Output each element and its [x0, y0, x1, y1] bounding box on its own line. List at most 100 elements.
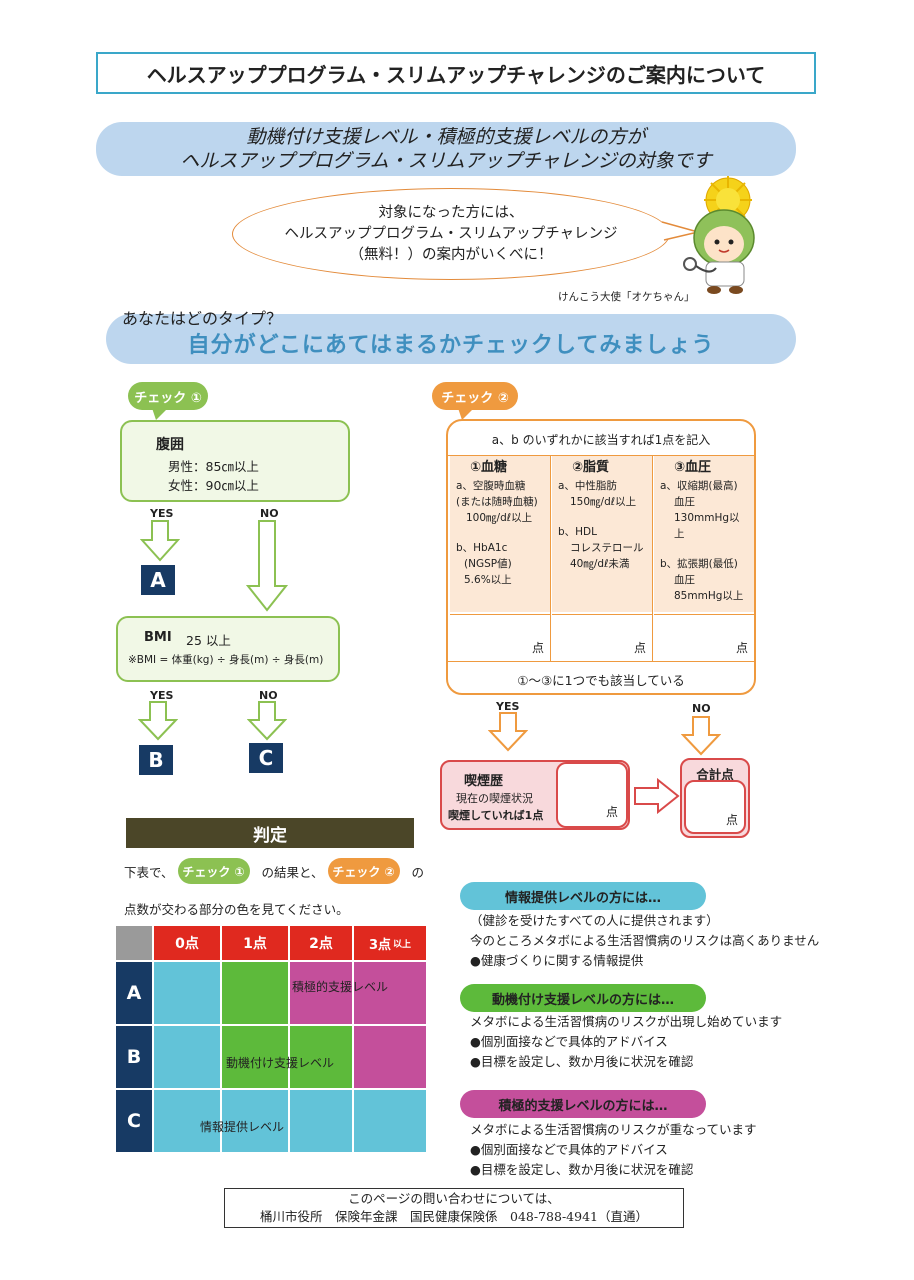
grid-cell-a2: [290, 962, 352, 1024]
info-level-pill: 情報提供レベルの方には…: [460, 882, 706, 910]
target-banner: 動機付け支援レベル・積極的支援レベルの方が ヘルスアッププログラム・スリムアップ…: [96, 122, 796, 176]
check1-tag-tail-icon: [152, 408, 168, 420]
target-banner-line2: ヘルスアッププログラム・スリムアップチャレンジの対象です: [180, 150, 712, 172]
grid-cell-c3: [354, 1090, 426, 1152]
active-level-pill: 積極的支援レベルの方には…: [460, 1090, 706, 1118]
active-level-line1: メタボによる生活習慣病のリスクが重なっています: [470, 1122, 757, 1137]
waist-title: 腹囲: [156, 437, 184, 453]
motive-level-line3: ●目標を設定し、数か月後に状況を確認: [470, 1054, 694, 1069]
score-box-blood-pressure[interactable]: 点: [654, 614, 754, 660]
point-unit: 点: [735, 641, 748, 655]
bmi-title: BMI: [144, 630, 172, 645]
arrow-down-icon: [138, 701, 178, 741]
waist-female: 女性：90㎝以上: [168, 478, 259, 493]
total-score-box[interactable]: 点: [684, 780, 746, 834]
bp-a2: 血圧: [674, 496, 695, 508]
col-blood-sugar-head: ①血糖: [470, 460, 508, 475]
lipid-b1: b、HDL: [558, 526, 597, 538]
type-question: あなたはどのタイプ？: [122, 309, 283, 328]
point-unit: 点: [725, 813, 738, 827]
lipid-b2: コレステロール: [570, 542, 644, 554]
bp-b1: b、拡張期(最低): [660, 558, 738, 570]
speech-line2: ヘルスアッププログラム・スリムアップチャレンジ: [284, 225, 618, 242]
judge-instr-pre: 下表で、: [124, 864, 174, 880]
point-unit: 点: [531, 641, 544, 655]
check-banner: 自分がどこにあてはまるかチェックしてみましょう: [106, 314, 796, 364]
footer-line2: 桶川市役所 保険年金課 国民健康保険係 048-788-4941（直通）: [260, 1209, 648, 1224]
info-level-line2: 今のところメタボによる生活習慣病のリスクは高くありません: [470, 933, 820, 948]
arrow-down-long-icon: [246, 520, 288, 612]
grid-cell-b1: [222, 1026, 288, 1088]
arrow-down-icon: [247, 701, 287, 741]
speech-bubble: 対象になった方には、 ヘルスアッププログラム・スリムアップチャレンジ （無料！）…: [232, 188, 670, 280]
judge-instruction-line2: 点数が交わる部分の色を見てください。: [124, 902, 349, 917]
grid-col-3-label: 3点: [368, 937, 392, 953]
grid-label-motive: 動機付け支援レベル: [226, 1056, 335, 1070]
check2-instruction: a、b のいずれかに該当すれば1点を記入: [491, 433, 711, 447]
judge-title: 判定: [126, 818, 414, 848]
blood-sugar-a1: a、空腹時血糖: [456, 480, 526, 492]
waist-box: 腹囲 男性：85㎝以上 女性：90㎝以上: [120, 420, 350, 502]
arrow-down-icon: [140, 520, 180, 562]
judge-instr-mid: の結果と、: [261, 864, 324, 880]
check1-yes2-label: YES: [150, 689, 174, 702]
motive-level-line2: ●個別面接などで具体的アドバイス: [470, 1034, 668, 1049]
col-lipid: ②脂質 a、中性脂肪 150㎎/dℓ以上 b、HDL コレステロール 40㎎/d…: [552, 456, 652, 612]
grid-label-info: 情報提供レベル: [200, 1120, 285, 1134]
point-unit: 点: [633, 641, 646, 655]
mascot-okechan-icon: [683, 176, 755, 294]
smoking-sub: 現在の喫煙状況: [456, 792, 533, 805]
grid-cell-b3: [354, 1026, 426, 1088]
judge-instr-post: の: [411, 864, 425, 880]
judge-instr-tag1: チェック ①: [177, 858, 250, 884]
blood-sugar-b2: (NGSP値): [464, 558, 512, 570]
total-box: 合計点 点: [680, 758, 750, 838]
lipid-a2: 150㎎/dℓ以上: [570, 496, 637, 508]
page-title: ヘルスアッププログラム・スリムアップチャレンジのご案内について: [96, 52, 816, 94]
grid-cell-c2: [290, 1090, 352, 1152]
bmi-formula: ※BMI = 体重(kg) ÷ 身長(m) ÷ 身長(m): [128, 654, 324, 666]
bp-b2: 血圧: [674, 574, 695, 586]
check2-no-label: NO: [692, 702, 711, 715]
judge-instr-tag2: チェック ②: [327, 858, 400, 884]
waist-male: 男性：85㎝以上: [168, 459, 259, 474]
smoking-title: 喫煙歴: [464, 774, 504, 789]
smoking-box: 喫煙歴 現在の喫煙状況 喫煙していれば1点 点: [440, 760, 630, 830]
score-box-lipid[interactable]: 点: [552, 614, 652, 660]
arrow-down-icon: [681, 716, 721, 756]
col-blood-pressure: ③血圧 a、収縮期(最高) 血圧 130mmHg以上 b、拡張期(最低) 血圧 …: [654, 456, 754, 612]
check2-frame: a、b のいずれかに該当すれば1点を記入 ①血糖 a、空腹時血糖 (または随時血…: [446, 419, 756, 695]
motive-level-line1: メタボによる生活習慣病のリスクが出現し始めています: [470, 1014, 783, 1029]
target-banner-line1: 動機付け支援レベル・積極的支援レベルの方が: [246, 126, 646, 148]
speech-line1: 対象になった方には、: [378, 204, 524, 221]
grid-cell-a3: [354, 962, 426, 1024]
grid-label-active: 積極的支援レベル: [292, 980, 389, 994]
bp-a3: 130mmHg以上: [674, 512, 740, 540]
bmi-box: BMI 25 以上 ※BMI = 体重(kg) ÷ 身長(m) ÷ 身長(m): [116, 616, 340, 682]
motive-level-text: メタボによる生活習慣病のリスクが出現し始めています ●個別面接などで具体的アドバ…: [470, 1012, 782, 1072]
active-level-line2: ●個別面接などで具体的アドバイス: [470, 1142, 668, 1157]
active-level-line3: ●目標を設定し、数か月後に状況を確認: [470, 1162, 694, 1177]
check1-no2-label: NO: [259, 689, 278, 702]
grid-cell-c0: [154, 1090, 220, 1152]
smoking-score-box[interactable]: 点: [556, 762, 628, 828]
grid-row-c: C: [116, 1090, 152, 1152]
grid-col-0: 0点: [154, 926, 220, 960]
grid-col-3-suffix: 以上: [393, 939, 412, 950]
grid-col-2: 2点: [290, 926, 352, 960]
score-box-blood-sugar[interactable]: 点: [450, 614, 550, 660]
check2-condition: ①～③に1つでも該当している: [517, 673, 685, 688]
lipid-b3: 40㎎/dℓ未満: [570, 558, 630, 570]
bp-a1: a、収縮期(最高): [660, 480, 738, 492]
check1-yes-label: YES: [150, 507, 174, 520]
arrow-down-icon: [488, 712, 528, 752]
col-blood-sugar: ①血糖 a、空腹時血糖 (または随時血糖) 100㎎/dℓ以上 b、HbA1c …: [450, 456, 550, 612]
judge-grid: 0点 1点 2点 3点以上 A B C 積極的支援レベル 動機付け支援レベル 情…: [116, 926, 426, 1154]
result-a-badge: A: [141, 565, 175, 595]
arrow-right-icon: [634, 778, 680, 814]
info-level-text: （健診を受けたすべての人に提供されます） 今のところメタボによる生活習慣病のリス…: [470, 911, 819, 971]
col-lipid-head: ②脂質: [572, 460, 610, 475]
grid-cell-a0: [154, 962, 220, 1024]
grid-row-a: A: [116, 962, 152, 1024]
col-blood-pressure-head: ③血圧: [674, 460, 712, 475]
